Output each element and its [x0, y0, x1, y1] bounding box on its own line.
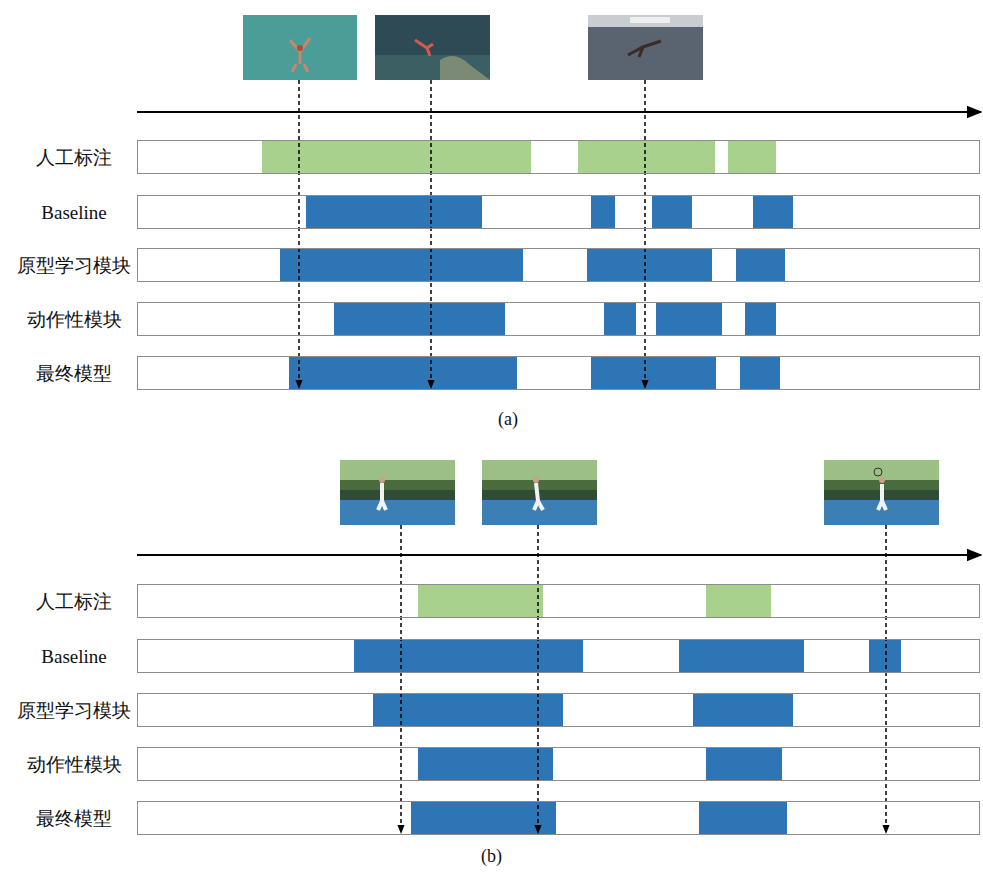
row-label: 人工标注	[36, 148, 112, 167]
timeline-row: 原型学习模块	[137, 248, 980, 282]
segment	[334, 303, 505, 335]
segment	[728, 141, 776, 173]
panel-label: (a)	[498, 409, 518, 430]
video-frame	[243, 15, 357, 80]
segment	[289, 357, 517, 389]
video-frame	[824, 460, 939, 525]
segment	[745, 303, 776, 335]
segment	[706, 748, 782, 780]
row-label: 原型学习模块	[17, 256, 131, 275]
segment	[740, 357, 780, 389]
row-label: 最终模型	[36, 809, 112, 828]
segment	[699, 802, 787, 834]
row-label: Baseline	[41, 203, 106, 222]
pointer-line	[885, 525, 887, 833]
segment	[418, 585, 543, 617]
timeline-row: 动作性模块	[137, 302, 980, 336]
segment	[418, 748, 553, 780]
timeline-row: Baseline	[137, 639, 980, 673]
video-frame	[340, 460, 455, 525]
segment	[591, 357, 716, 389]
segment	[354, 640, 583, 672]
segment	[587, 249, 712, 281]
segment	[679, 640, 804, 672]
segment	[411, 802, 556, 834]
segment	[656, 303, 722, 335]
row-label: Baseline	[41, 647, 106, 666]
segment	[652, 196, 692, 228]
timeline-row: 动作性模块	[137, 747, 980, 781]
timeline-row: 人工标注	[137, 140, 980, 174]
segment	[753, 196, 793, 228]
pointer-line	[537, 525, 539, 833]
video-frame	[588, 15, 703, 80]
segment	[736, 249, 785, 281]
pointer-line	[298, 80, 300, 388]
segment	[706, 585, 771, 617]
timeline-row: 原型学习模块	[137, 693, 980, 727]
segment	[604, 303, 636, 335]
segment	[693, 694, 793, 726]
timeline-row: 人工标注	[137, 584, 980, 618]
time-axis	[137, 111, 981, 113]
video-frame	[375, 15, 490, 80]
row-label: 动作性模块	[27, 310, 122, 329]
row-label: 原型学习模块	[17, 701, 131, 720]
time-axis	[137, 554, 981, 556]
segment	[578, 141, 715, 173]
row-label: 动作性模块	[27, 755, 122, 774]
segment	[869, 640, 901, 672]
pointer-line	[400, 525, 402, 833]
pointer-line	[430, 80, 432, 388]
segment	[280, 249, 523, 281]
timeline-row: 最终模型	[137, 801, 980, 835]
row-label: 人工标注	[36, 592, 112, 611]
segment	[591, 196, 615, 228]
segment	[306, 196, 482, 228]
video-frame	[482, 460, 597, 525]
segment	[262, 141, 531, 173]
pointer-line	[644, 80, 646, 388]
row-label: 最终模型	[36, 364, 112, 383]
timeline-row: Baseline	[137, 195, 980, 229]
panel-label: (b)	[481, 846, 502, 867]
timeline-row: 最终模型	[137, 356, 980, 390]
